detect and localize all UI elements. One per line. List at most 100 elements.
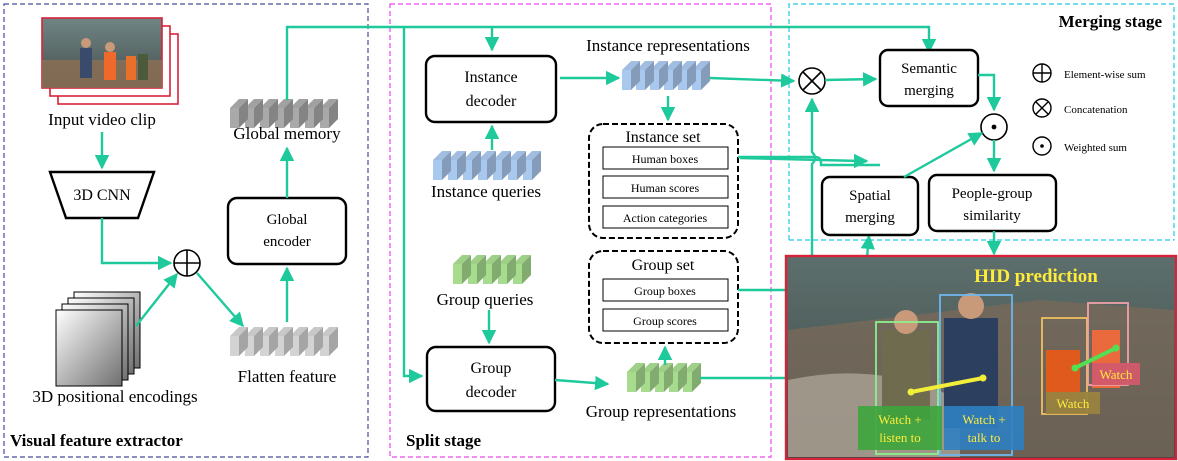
group-query-tokens [453, 255, 531, 284]
global-memory-tokens [230, 99, 338, 128]
hid-label-2-line-2: talk to [968, 430, 1001, 445]
token [478, 151, 496, 180]
instance-representation-tokens [622, 61, 710, 90]
cnn-block [48, 170, 156, 220]
token [230, 327, 248, 356]
token [453, 255, 471, 284]
token [636, 61, 654, 90]
instance-set-item-human-scores [602, 175, 729, 199]
global-memory-label: Global memory [233, 124, 341, 143]
similarity-label-2: similarity [963, 208, 1021, 224]
flatten-feature-label: Flatten feature [238, 367, 337, 386]
instance-queries-label: Instance queries [431, 182, 541, 201]
element-wise-sum-node [173, 249, 201, 277]
group-set-item-group-boxes [602, 278, 729, 302]
token [245, 99, 263, 128]
merging-stage-region [788, 3, 1175, 240]
token [275, 99, 293, 128]
instance-set-item-2-text: Human scores [631, 181, 700, 195]
token [493, 151, 511, 180]
positional-encodings-label: 3D positional encodings [32, 387, 197, 406]
group-representation-tokens [627, 363, 701, 392]
token [320, 99, 338, 128]
hid-label-1-line-2: listen to [879, 430, 921, 445]
token [468, 255, 486, 284]
split-arrows [481, 70, 880, 391]
token [463, 151, 481, 180]
token [498, 255, 516, 284]
weighted-sum-node [980, 113, 1008, 141]
legend: Element-wise sum Concatenation Weighted … [1032, 63, 1146, 156]
global-encoder-label-1: Global [267, 212, 308, 228]
input-video-clip-thumbnails [41, 17, 179, 105]
hid-label-3: Watch [1057, 396, 1090, 411]
token [692, 61, 710, 90]
instance-set-item-action-categories [602, 205, 729, 229]
token [627, 363, 645, 392]
group-representations-label: Group representations [586, 402, 737, 421]
token [650, 61, 668, 90]
legend-concat-text: Concatenation [1064, 104, 1128, 116]
token [290, 99, 308, 128]
token [320, 327, 338, 356]
hid-label-2-line-1: Watch + [962, 412, 1005, 427]
spatial-merging-block [820, 175, 920, 237]
visual-arrows [94, 25, 937, 384]
positional-encodings-stack [55, 291, 141, 387]
concatenation-node [798, 67, 826, 95]
global-encoder-block [226, 196, 348, 266]
group-decoder-block [425, 345, 557, 413]
group-decoder-label-2: decoder [466, 384, 517, 401]
instance-query-tokens [433, 151, 541, 180]
token [622, 61, 640, 90]
token [245, 327, 263, 356]
token [448, 151, 466, 180]
instance-set-item-1-text: Human boxes [632, 152, 699, 166]
semantic-merging-label-2: merging [904, 83, 954, 99]
group-set-item-group-scores [602, 308, 729, 332]
token [290, 327, 308, 356]
token [260, 327, 278, 356]
token [655, 363, 673, 392]
hid-prediction-title: HID prediction [974, 266, 1098, 287]
legend-weighted-text: Weighted sum [1064, 142, 1127, 154]
split-stage-label: Split stage [406, 431, 482, 450]
token [275, 327, 293, 356]
visual-stage-label: Visual feature extractor [10, 431, 183, 450]
hid-label-1-line-1: Watch + [878, 412, 921, 427]
instance-set-item-3-text: Action categories [623, 211, 708, 225]
legend-sum-icon [1032, 63, 1052, 83]
instance-set-title: Instance set [625, 129, 701, 146]
token [664, 61, 682, 90]
input-clip-label: Input video clip [48, 110, 156, 129]
instance-set-item-human-boxes [602, 146, 729, 170]
similarity-label-1: People-group [952, 186, 1033, 202]
merging-arrows [824, 72, 1002, 256]
global-encoder-label-2: encoder [263, 234, 310, 250]
hid-prediction-image [784, 254, 1178, 461]
hid-label-4: Watch [1100, 367, 1133, 382]
spatial-merging-label-1: Spatial [849, 188, 891, 204]
group-set-title: Group set [632, 257, 695, 274]
instance-decoder-block [424, 54, 558, 124]
legend-weighted-icon [1032, 136, 1052, 156]
cnn-label: 3D CNN [73, 187, 131, 204]
legend-sum-text: Element-wise sum [1064, 69, 1146, 81]
token [641, 363, 659, 392]
token [683, 363, 701, 392]
token [433, 151, 451, 180]
instance-representations-label: Instance representations [586, 36, 750, 55]
instance-decoder-label-2: decoder [466, 93, 517, 110]
merging-stage-label: Merging stage [1059, 12, 1163, 31]
semantic-merging-label-1: Semantic [901, 61, 957, 77]
split-stage-region [389, 3, 772, 458]
flatten-feature-tokens [230, 327, 338, 356]
token [669, 363, 687, 392]
instance-decoder-label-1: Instance [464, 69, 517, 86]
token [230, 99, 248, 128]
group-queries-label: Group queries [437, 290, 534, 309]
semantic-merging-block [878, 48, 980, 108]
token [678, 61, 696, 90]
token [508, 151, 526, 180]
